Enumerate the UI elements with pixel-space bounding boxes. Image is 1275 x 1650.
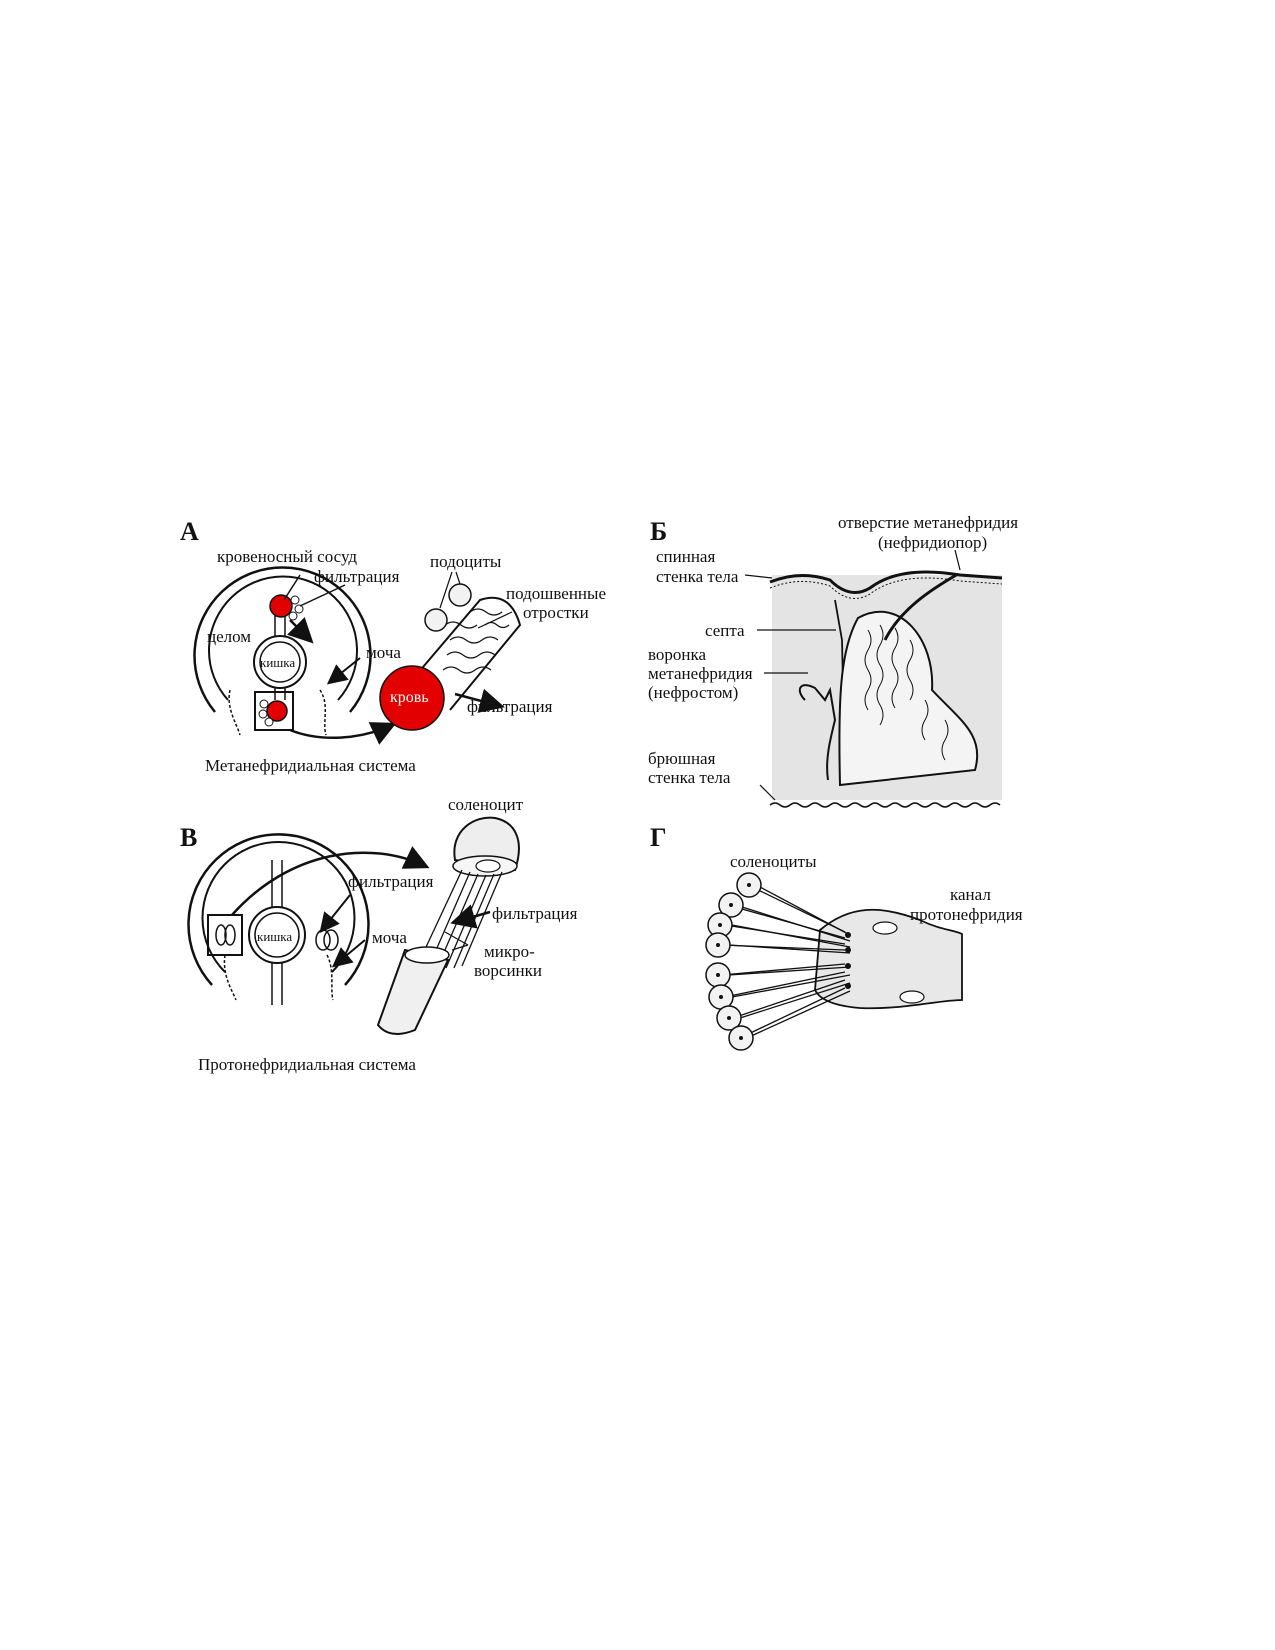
body-wall-outer xyxy=(193,566,372,713)
panel-d-letter: Г xyxy=(650,823,667,852)
gut-label-c: кишка xyxy=(257,929,293,944)
gut-label: кишка xyxy=(260,655,296,670)
solenocytes-label: соленоциты xyxy=(730,852,817,871)
filtration-right-label-c: фильтрация xyxy=(492,904,578,923)
urine-label-c: моча xyxy=(372,928,407,947)
panel-c: В соленоцит фильтрация фильтрация кишка … xyxy=(0,0,640,1100)
microvilli-label-1: микро- xyxy=(484,942,535,961)
dorsal-wall xyxy=(769,570,1003,594)
panel-c-caption: Протонефридиальная система xyxy=(198,1055,416,1074)
opening-label-2: (нефридиопор) xyxy=(878,533,988,552)
canal-label-2: протонефридия xyxy=(910,905,1023,924)
panel-d: Г соленоциты канал протонефридия xyxy=(650,823,1023,1051)
urine-label: моча xyxy=(366,643,401,662)
podocyte-1 xyxy=(424,608,448,632)
nephrostome xyxy=(798,684,837,781)
canal-label-1: канал xyxy=(950,885,991,904)
ventral-vessel-box xyxy=(254,691,294,731)
panel-a-letter: А xyxy=(180,517,199,546)
metanephridial-diagram xyxy=(193,566,522,745)
panel-a: А кровеносный сосуд фильтрация целом киш… xyxy=(0,0,640,800)
septum-label: септа xyxy=(705,621,745,640)
foot-processes-label-2: отростки xyxy=(523,603,589,622)
podocytes-label: подоциты xyxy=(430,552,502,571)
panel-b: Б отверстие метанефридия (нефридиопор) с… xyxy=(648,513,1019,808)
protonephridial-canal xyxy=(814,908,963,1010)
gut-circle-c xyxy=(248,906,306,964)
body-wall-outer-c xyxy=(187,833,370,986)
microvilli-label-2: ворсинки xyxy=(474,961,543,980)
funnel-label-2: метанефридия xyxy=(648,664,753,683)
solenocyte-stalks xyxy=(721,886,851,1038)
blood-circle xyxy=(379,665,445,731)
protonephridial-diagram xyxy=(187,816,520,1035)
foot-processes-label-1: подошвенные xyxy=(506,584,606,603)
funnel-label-3: (нефростом) xyxy=(648,683,739,702)
panel-c-letter: В xyxy=(180,823,198,852)
ventral-vessel xyxy=(266,700,288,722)
blood-label: кровь xyxy=(390,689,429,706)
funnel-label-1: воронка xyxy=(648,645,707,664)
opening-label-1: отверстие метанефридия xyxy=(838,513,1019,532)
filtration-top-label: фильтрация xyxy=(314,567,400,586)
filtration-left-label: фильтрация xyxy=(348,872,434,891)
dorsal-wall-label-2: стенка тела xyxy=(656,567,739,586)
ventral-wall xyxy=(769,802,1001,808)
ventral-wall-label-1: брюшная xyxy=(648,749,716,768)
dorsal-wall-label-1: спинная xyxy=(656,547,716,566)
filtration-right-label: фильтрация xyxy=(467,697,553,716)
vessel-label: кровеносный сосуд xyxy=(217,547,358,566)
panel-a-caption: Метанефридиальная система xyxy=(205,756,416,775)
coelom-label: целом xyxy=(207,627,252,646)
gut-circle xyxy=(253,635,307,689)
solenocyte-cluster xyxy=(705,872,963,1051)
nephridium-body xyxy=(838,610,979,787)
protonephridial-tube xyxy=(376,948,450,1035)
ventral-wall-label-2: стенка тела xyxy=(648,768,731,787)
dorsal-vessel xyxy=(269,594,293,618)
solenocyte-label: соленоцит xyxy=(448,795,524,814)
capillary-cylinder xyxy=(411,596,522,711)
panel-b-letter: Б xyxy=(650,517,668,546)
metanephridium-section xyxy=(744,549,1003,808)
solenocyte-bulbs xyxy=(705,872,762,1051)
body-wall-inner xyxy=(208,575,358,701)
